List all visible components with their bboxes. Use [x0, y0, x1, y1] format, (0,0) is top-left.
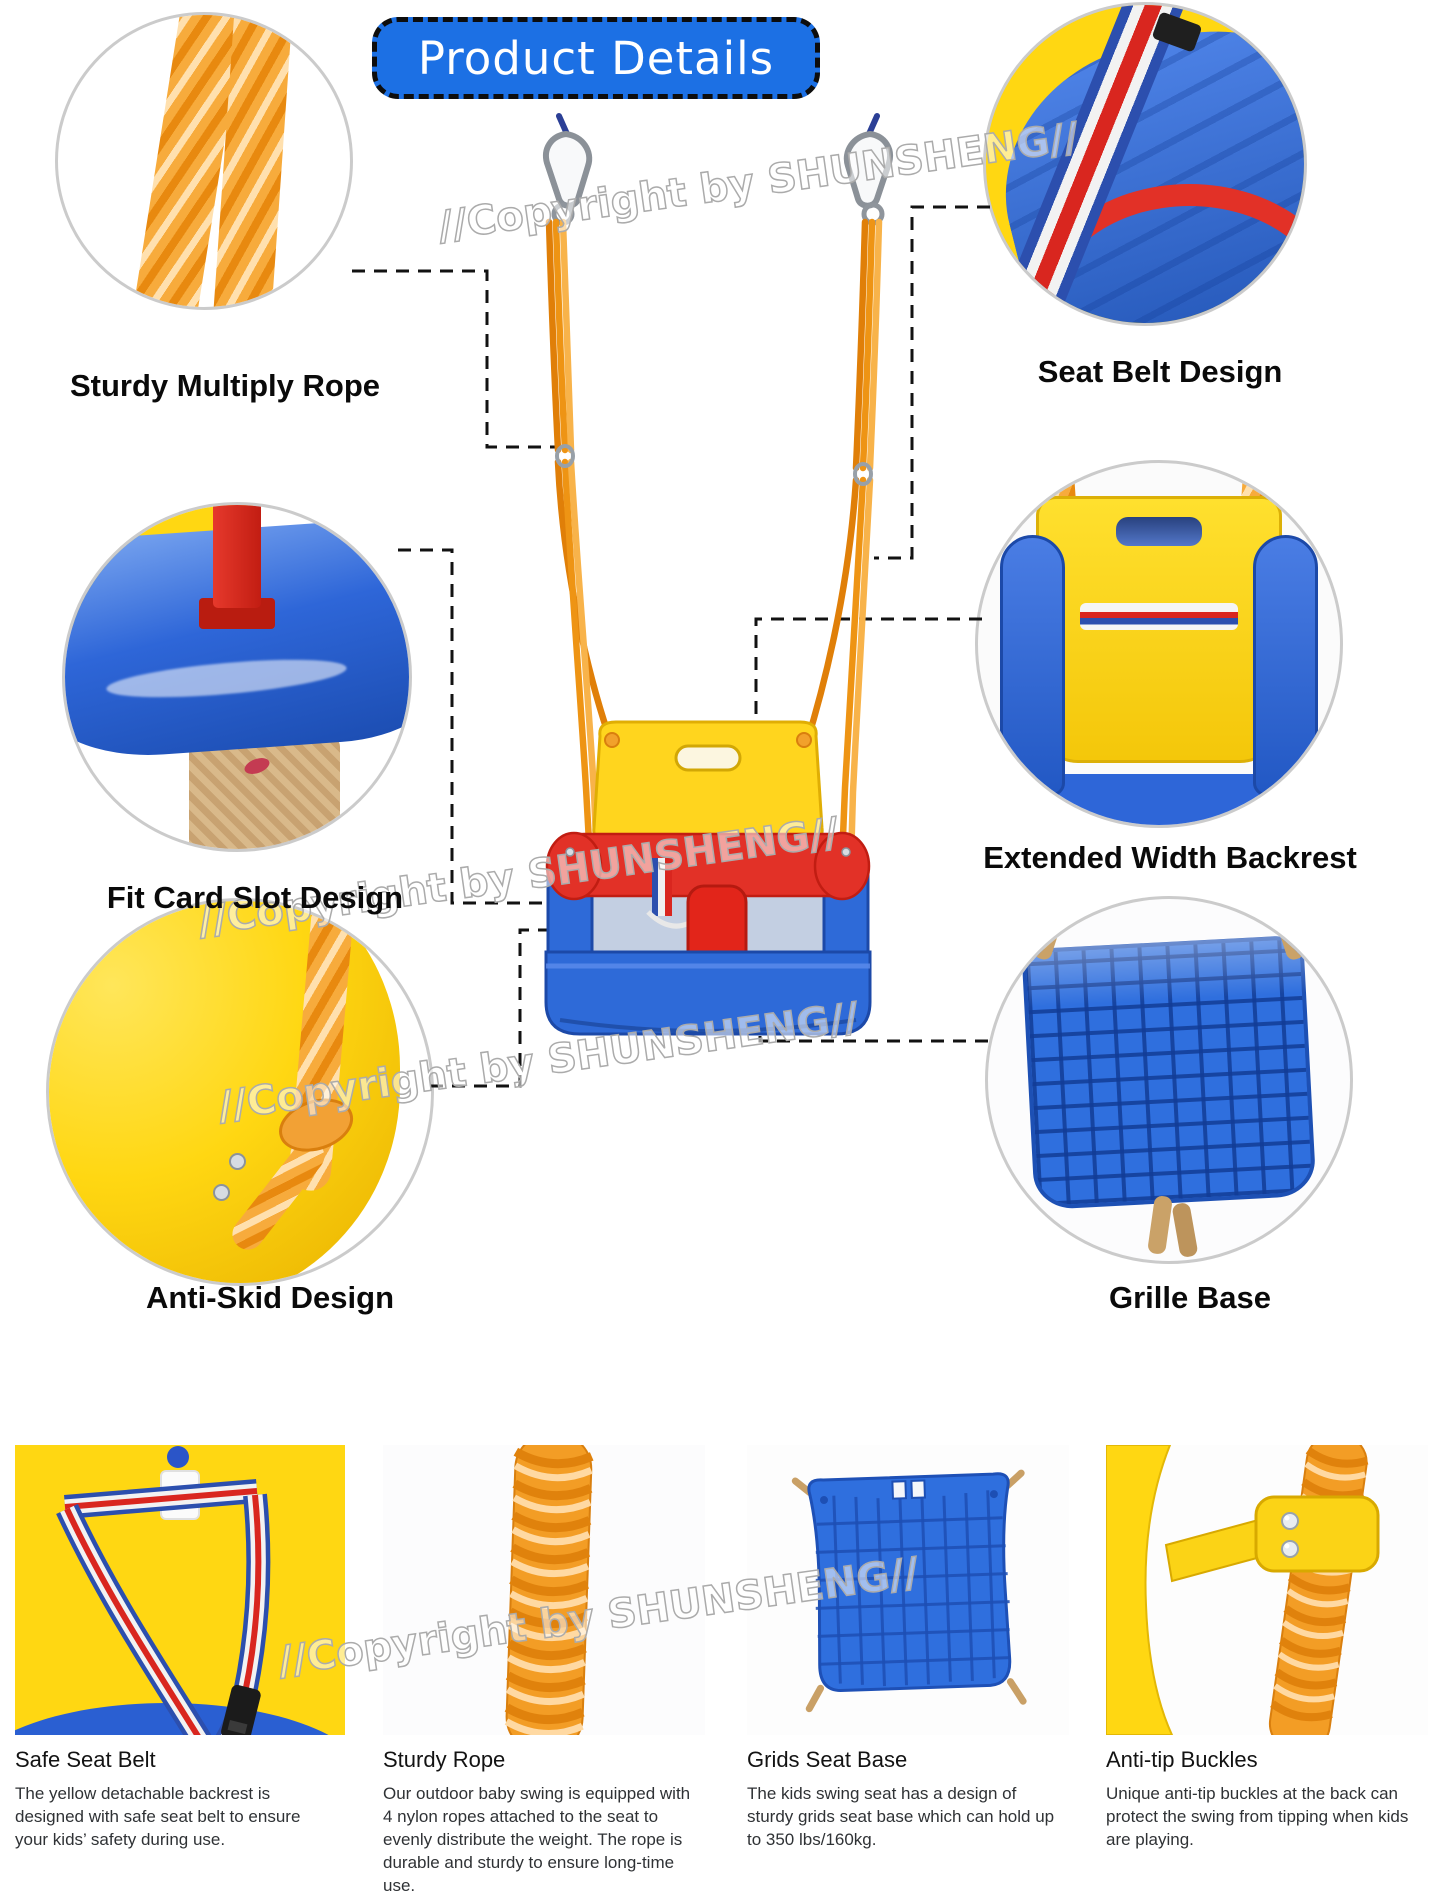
feature-photo-rope: [383, 1445, 705, 1735]
carabiner-right-icon: [843, 113, 893, 226]
swing-rope-right: [802, 218, 883, 866]
feature-safe-seat-belt: Safe Seat Belt The yellow detachable bac…: [15, 1445, 345, 1852]
connector-rope: [352, 269, 556, 449]
callout-label-seat-belt: Seat Belt Design: [1037, 354, 1283, 389]
rope-stub: [1146, 1194, 1173, 1255]
card-slot-closeup-circle: [62, 502, 412, 852]
feature-grids-seat-base: Grids Seat Base The kids swing seat has …: [747, 1445, 1069, 1852]
callout-label-grille: Grille Base: [1109, 1280, 1271, 1315]
backrest-closeup-circle: [975, 460, 1343, 828]
connector-lines: [352, 205, 990, 1088]
seat-arm-left: [546, 846, 594, 982]
screw-icon: [213, 1183, 231, 1201]
blue-post-left: [999, 535, 1065, 797]
page-title-text: Product Details: [417, 31, 775, 85]
feature-row: Safe Seat Belt The yellow detachable bac…: [0, 1430, 1445, 1898]
feature-anti-tip-buckles: Anti-tip Buckles Unique anti-tip buckles…: [1106, 1445, 1428, 1852]
connector-anti-skid: [430, 928, 547, 1088]
swing-seat: [544, 720, 872, 1036]
red-card-slot: [212, 505, 262, 609]
feature-description: Unique anti-tip buckles at the back can …: [1106, 1784, 1409, 1849]
feature-photo-seat-belt: [15, 1445, 345, 1735]
feature-title: Grids Seat Base: [747, 1747, 908, 1772]
wicker-basket: [188, 735, 341, 849]
seat-backrest: [592, 720, 824, 846]
feature-title: Sturdy Rope: [383, 1747, 506, 1772]
callout-label-rope: Sturdy Multiply Rope: [70, 368, 380, 403]
callout-label-card-slot: Fit Card Slot Design: [106, 880, 404, 915]
feature-sturdy-rope: Sturdy Rope Our outdoor baby swing is eq…: [383, 1445, 705, 1898]
blue-base-bar: [1028, 774, 1290, 825]
feature-title: Safe Seat Belt: [15, 1747, 156, 1772]
anti-skid-closeup-circle: [46, 898, 434, 1286]
connector-grille: [758, 1016, 988, 1043]
red-guard-band: [560, 832, 856, 898]
anti-tip-buckle: [1254, 1495, 1380, 1573]
striped-label-strip: [1079, 603, 1239, 630]
feature-photo-grid-base: [747, 1445, 1069, 1735]
screw-icon: [228, 1153, 246, 1171]
seat-arm-right: [822, 846, 870, 982]
feature-description: The yellow detachable backrest is design…: [15, 1784, 301, 1849]
blue-post-right: [1253, 535, 1319, 797]
red-t-bar: [686, 884, 748, 1014]
backrest-handle: [674, 744, 742, 772]
grille-base-closeup-circle: [985, 896, 1353, 1264]
connector-card-slot: [398, 548, 548, 905]
feature-description: Our outdoor baby swing is equipped with …: [383, 1784, 691, 1895]
seat-belt-closeup-circle: [983, 2, 1307, 326]
callout-label-backrest: Extended Width Backrest: [983, 840, 1357, 875]
swing-rope-left: [545, 218, 616, 866]
feature-title: Anti-tip Buckles: [1106, 1747, 1258, 1772]
rope-closeup-circle: [55, 12, 353, 310]
handle-cutout: [1115, 516, 1203, 546]
seat-base-front: [544, 950, 872, 1036]
feature-photo-buckle: [1106, 1445, 1428, 1735]
connector-backrest: [754, 617, 982, 716]
carabiner-left-icon: [543, 113, 593, 226]
rope-stub: [1171, 1201, 1199, 1259]
callout-label-anti-skid: Anti-Skid Design: [145, 1280, 394, 1315]
page-title: Product Details: [372, 17, 820, 99]
feature-description: The kids swing seat has a design of stur…: [747, 1784, 1055, 1849]
seat-interior: [592, 896, 824, 958]
yellow-backrest: [1035, 495, 1283, 764]
belt-buckle: [221, 1684, 261, 1735]
